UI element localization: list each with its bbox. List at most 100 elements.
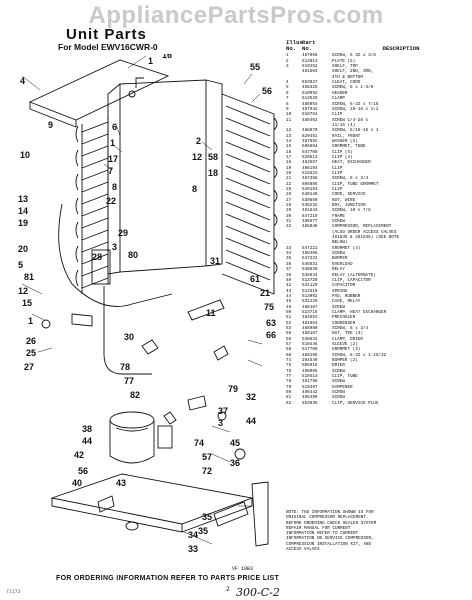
cell-description: CLAMP, DRIER [332, 336, 363, 342]
cell-part-no: 488195 [302, 352, 318, 358]
cell-part-no: 520451 [302, 133, 318, 139]
cell-part-no: 531129 [302, 283, 318, 289]
cell-description: CORD, SERVICE [332, 192, 366, 198]
cell-illus-no: 58 [286, 347, 292, 353]
cell-illus-no: 19 [286, 165, 292, 171]
cell-description: RELAY (ALTERNATE) [332, 272, 376, 278]
cell-part-no: 519497 [302, 384, 318, 390]
cell-description: SCREW, 10 x 7/8 [332, 208, 371, 214]
cell-part-no: 488187 [302, 331, 318, 337]
parts-table-header: Illus. No. Part No. DESCRIPTION [286, 39, 470, 53]
cell-illus-no: 27 [286, 197, 292, 203]
cell-illus-no: 4 [286, 80, 289, 86]
cell-illus-no: 56 [286, 336, 292, 342]
condenser-coil [75, 114, 109, 294]
cell-illus-no: 10 [286, 112, 292, 118]
table-row: BELOW) [286, 240, 470, 245]
cell-description: RELAY [332, 267, 345, 273]
tubing [58, 203, 173, 307]
callout-number: 81 [24, 272, 34, 282]
cell-description: SCREW, 8 32 x 3/8 [332, 53, 376, 59]
cell-description: CLIP, CAPACITOR [332, 277, 371, 283]
vf-code: VF 10B3 [232, 566, 254, 572]
callout-number: 66 [266, 330, 276, 340]
cell-part-no: 549193 [302, 187, 318, 192]
cell-description: SCREW [332, 219, 345, 225]
cell-illus-no: 18 [286, 160, 292, 166]
cell-part-no: 653035 [302, 400, 318, 406]
callout-number: 29 [118, 228, 128, 238]
cell-part-no: 510992 [302, 90, 318, 96]
cell-illus-no: 74 [286, 358, 292, 363]
cell-part-no: 486194 [302, 165, 318, 171]
cell-illus-no: 53 [286, 325, 292, 331]
cell-illus-no: 50 [286, 309, 292, 315]
cell-illus-no: 5 [286, 85, 289, 91]
cell-description: SCREW [332, 390, 345, 396]
cell-part-no: 481804 [302, 69, 318, 75]
callout-number: 43 [116, 478, 126, 488]
header-description: DESCRIPTION [382, 45, 420, 53]
callout-number: 74 [194, 438, 204, 448]
cell-illus-no: 66 [286, 352, 292, 358]
cell-illus-no: 46 [286, 304, 292, 310]
cell-part-no: 547221 [302, 245, 318, 251]
callout-number: 35 [198, 526, 208, 536]
cell-description: SCREW, 8 x 3/4 [332, 176, 369, 182]
cell-description: PRECOOLER [332, 315, 356, 321]
cell-illus-no: 1 [286, 53, 289, 59]
junction-box [91, 249, 111, 285]
cell-part-no: 481054 [302, 320, 318, 326]
cell-illus-no: 22 [286, 181, 292, 187]
cell-description: 4TH & BOTTOM [332, 74, 363, 80]
cell-illus-no: 77 [286, 374, 292, 380]
cell-illus-no: 36 [286, 261, 292, 267]
cell-part-no: 486442 [302, 390, 318, 396]
cell-description: SCREW [332, 379, 345, 385]
callout-number: 80 [128, 250, 138, 260]
callout-number: 19 [18, 218, 28, 228]
cell-description: CLIP (4) [332, 154, 353, 160]
cell-illus-no: 15 [286, 144, 292, 150]
cell-illus-no: 40 [286, 277, 292, 283]
callout-number: 44 [246, 416, 256, 426]
cell-illus-no: 7 [286, 96, 289, 102]
cell-part-no: 481053 [302, 315, 318, 321]
table-row: 11/16 (4) [286, 123, 470, 128]
callout-number: 33 [188, 544, 198, 554]
cell-part-no: 487692 [302, 138, 318, 144]
cell-description: GROMMET, TUBE [332, 144, 366, 150]
compressor-note: NOTE: THE INFORMATION SHOWN IS FOR ORIGI… [286, 510, 377, 553]
cell-illus-no: 8 [286, 101, 289, 107]
cell-description: BELOW) [332, 240, 348, 246]
cell-part-no: 519252 [302, 64, 318, 70]
callout-number: 7 [108, 166, 113, 176]
callout-number: 82 [130, 390, 140, 400]
cell-part-no: 548831 [302, 261, 318, 267]
callout-number: 56 [78, 466, 88, 476]
cell-illus-no: 21 [286, 176, 292, 182]
cell-description: BOX, JUNCTION [332, 203, 366, 209]
callout-number: 4 [20, 76, 25, 86]
cell-illus-no: 11 [286, 117, 292, 123]
